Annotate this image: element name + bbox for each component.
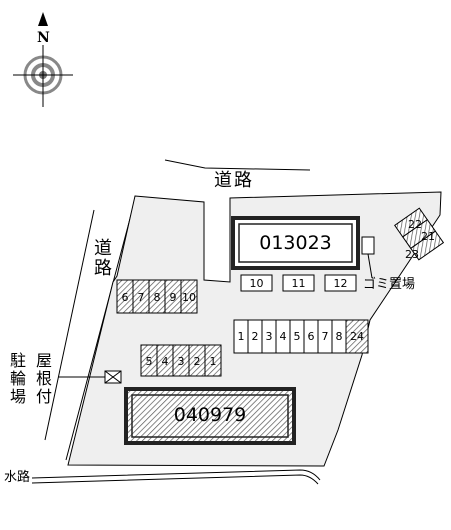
- parking-slot-r5: 5: [293, 330, 301, 343]
- building-040979-label: 040979: [173, 404, 247, 426]
- waterway-label: 水路: [4, 470, 31, 485]
- bicycle-parking-label-1: 駐輪場: [7, 352, 26, 406]
- parking-slot-l2: 2: [193, 355, 201, 368]
- compass-rose-icon: [13, 12, 73, 107]
- parking-slot-r2: 2: [251, 330, 259, 343]
- parking-slot-6: 6: [121, 291, 129, 304]
- parking-slot-22: 22: [408, 218, 422, 231]
- parking-row-middle: [240, 274, 357, 292]
- top-road-edge: [164, 159, 311, 171]
- parking-slot-8: 8: [153, 291, 161, 304]
- parking-slot-l4: 4: [161, 355, 169, 368]
- parking-row-lower-left: [140, 344, 222, 377]
- bicycle-parking-icon: [104, 370, 122, 384]
- bicycle-parking-label-2: 屋根付: [33, 352, 52, 406]
- parking-slot-l3: 3: [177, 355, 185, 368]
- garbage-box: [361, 236, 375, 255]
- garbage-label: ゴミ置場: [363, 277, 416, 292]
- parking-slot-21: 21: [421, 230, 435, 243]
- parking-slot-10: 10: [182, 291, 196, 304]
- parking-slot-12: 12: [333, 277, 348, 290]
- parking-slot-r1: 1: [237, 330, 245, 343]
- parking-slot-10-b: 10: [249, 277, 264, 290]
- parking-slot-r4: 4: [279, 330, 287, 343]
- garbage-leader-line: [367, 253, 373, 279]
- parking-slot-r6: 6: [307, 330, 315, 343]
- building-013023: [231, 216, 360, 270]
- top-road-label: 道路: [214, 170, 254, 191]
- parking-slot-l1: 1: [209, 355, 217, 368]
- left-road-edge-outer: [44, 209, 95, 441]
- building-040979: [124, 387, 296, 445]
- building-013023-label: 013023: [259, 232, 332, 254]
- parking-slot-r8: 8: [335, 330, 343, 343]
- compass-north-label: N: [37, 30, 50, 46]
- parking-corner-slots: [394, 207, 445, 261]
- parking-row-right: [233, 319, 369, 354]
- parking-slot-r24: 24: [350, 330, 364, 343]
- left-road-edge-inner: [65, 195, 137, 461]
- left-road-label: 道路: [91, 238, 112, 278]
- parking-slot-r3: 3: [265, 330, 273, 343]
- parking-slot-9: 9: [169, 291, 177, 304]
- parking-slot-r7: 7: [321, 330, 329, 343]
- waterway: [31, 469, 321, 485]
- parking-slot-23: 23: [405, 248, 419, 261]
- parking-slot-7: 7: [137, 291, 145, 304]
- parking-row-top-left: [116, 279, 198, 314]
- parking-slot-l5: 5: [145, 355, 153, 368]
- parking-slot-11: 11: [291, 277, 306, 290]
